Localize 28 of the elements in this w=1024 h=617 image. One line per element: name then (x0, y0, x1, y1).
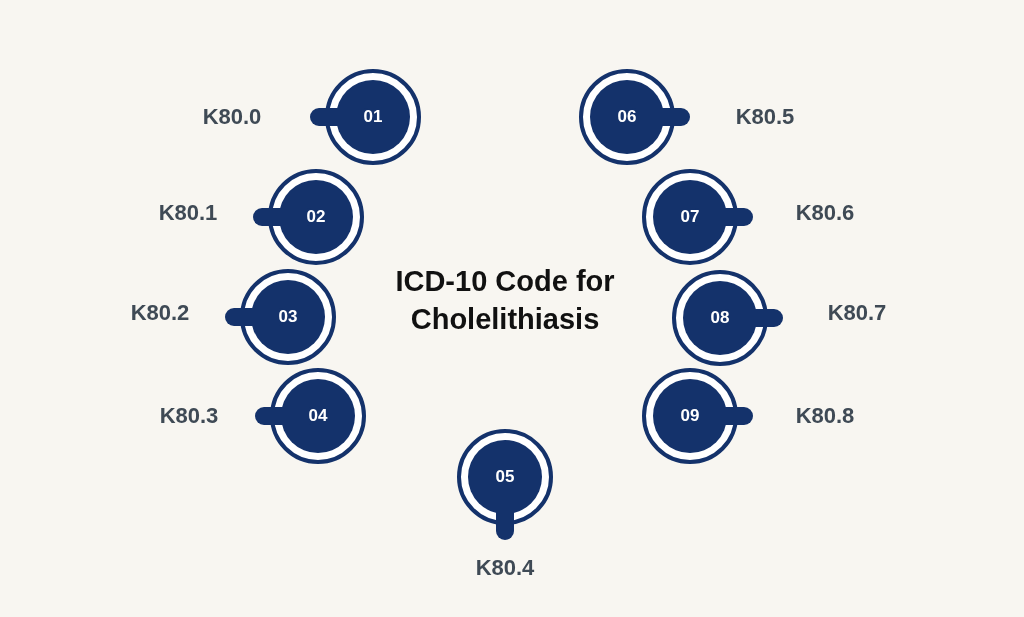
step-number: 08 (710, 308, 730, 328)
numbered-circle (671, 269, 783, 367)
numbered-circle (578, 68, 690, 166)
numbered-circle (456, 428, 554, 540)
numbered-circle (641, 168, 753, 266)
step-number: 06 (617, 107, 637, 127)
code-label: K80.6 (795, 200, 855, 226)
numbered-circle (641, 367, 753, 465)
code-label: K80.1 (158, 200, 218, 226)
numbered-circle (310, 68, 422, 166)
numbered-circle (253, 168, 365, 266)
code-label: K80.5 (735, 104, 795, 130)
code-label: K80.0 (202, 104, 262, 130)
step-number: 05 (495, 467, 515, 487)
code-label: K80.7 (827, 300, 887, 326)
step-number: 09 (680, 406, 700, 426)
numbered-circle (225, 268, 337, 366)
step-number: 03 (278, 307, 298, 327)
code-label: K80.2 (130, 300, 190, 326)
step-number: 04 (308, 406, 328, 426)
code-label: K80.8 (795, 403, 855, 429)
code-label: K80.3 (159, 403, 219, 429)
step-number: 07 (680, 207, 700, 227)
diagram-title: ICD-10 Code for Cholelithiasis (394, 264, 616, 337)
code-label: K80.4 (475, 555, 535, 581)
numbered-circle (255, 367, 367, 465)
step-number: 01 (363, 107, 383, 127)
step-number: 02 (306, 207, 326, 227)
